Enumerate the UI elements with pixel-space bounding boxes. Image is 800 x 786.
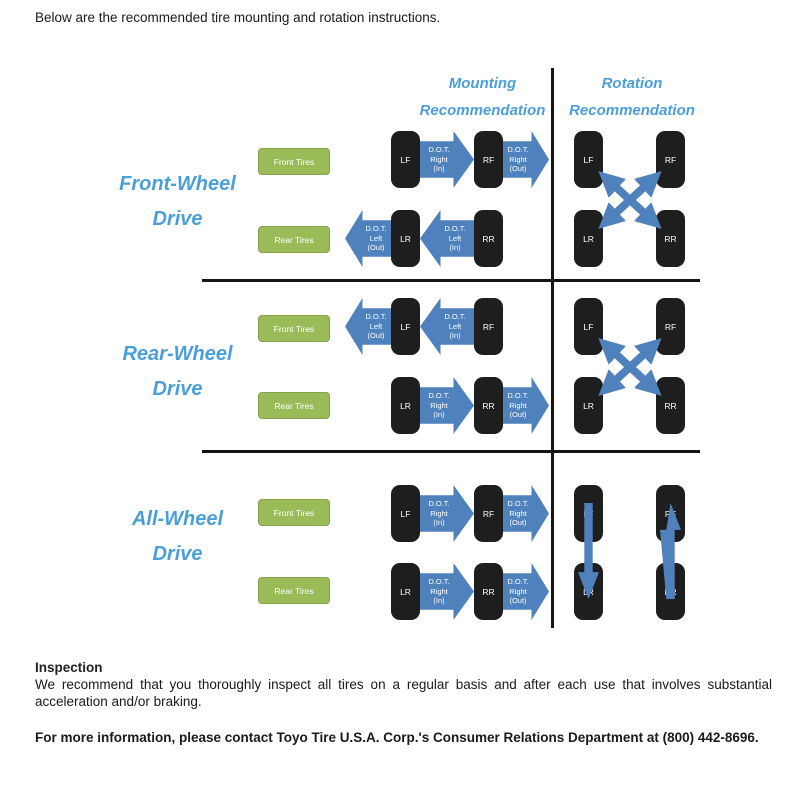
column-divider-line: [551, 68, 554, 628]
mounting-header-line2: Recommendation: [419, 102, 546, 119]
rear-tires-label: Rear Tires: [258, 226, 330, 253]
tire-rr: RR: [474, 210, 503, 267]
rotation-cross-arrows-icon: [598, 338, 662, 396]
rotation-header-line2: Recommendation: [569, 102, 695, 119]
tire-lr: LR: [391, 377, 420, 434]
tire-lr: LR: [391, 563, 420, 620]
front-tires-label: Front Tires: [258, 148, 330, 175]
tire-lr: LR: [574, 210, 603, 267]
contact-text: For more information, please contact Toy…: [35, 730, 759, 745]
arrow-dot-right-out: D.O.T.Right(Out): [503, 485, 549, 542]
drive-label-all-wheel: All-Wheel Drive: [131, 508, 224, 565]
tire-rf: RF: [474, 131, 503, 188]
tire-rr: RR: [474, 563, 503, 620]
arrow-dot-right-in: D.O.T.Right(In): [420, 485, 474, 542]
tire-rf: RF: [474, 485, 503, 542]
arrow-dot-left-in: D.O.T.Left(In): [420, 298, 474, 355]
rear-tires-label: Rear Tires: [258, 577, 330, 604]
tire-rf: RF: [474, 298, 503, 355]
mounting-header-line1: Mounting: [448, 75, 517, 92]
rotation-header-line1: Rotation: [601, 75, 663, 92]
arrow-dot-right-in: D.O.T.Right(In): [420, 131, 474, 188]
tire-lf: LF: [391, 298, 420, 355]
arrow-dot-right-in: D.O.T.Right(In): [420, 563, 474, 620]
arrow-dot-left-out: D.O.T.Left(Out): [345, 210, 391, 267]
inspection-text: We recommend that you thoroughly inspect…: [35, 677, 772, 709]
tire-lf: LF: [574, 131, 603, 188]
tire-lf: LF: [391, 131, 420, 188]
front-tires-label: Front Tires: [258, 499, 330, 526]
arrow-dot-left-in: D.O.T.Left(In): [420, 210, 474, 267]
arrow-dot-right-out: D.O.T.Right(Out): [503, 377, 549, 434]
arrow-dot-left-out: D.O.T.Left(Out): [345, 298, 391, 355]
tire-lf: LF: [391, 485, 420, 542]
drive-label-rear-wheel: Rear-Wheel Drive: [122, 343, 233, 400]
rotation-recommendation-header: Rotation Recommendation: [558, 70, 706, 124]
tire-lr: LR: [391, 210, 420, 267]
front-tires-label: Front Tires: [258, 315, 330, 342]
arrow-dot-right-in: D.O.T.Right(In): [420, 377, 474, 434]
arrow-dot-right-out: D.O.T.Right(Out): [503, 563, 549, 620]
tire-lf: LF: [574, 298, 603, 355]
inspection-heading: Inspection: [35, 660, 103, 675]
intro-text: Below are the recommended tire mounting …: [35, 10, 441, 25]
rear-tires-label: Rear Tires: [258, 392, 330, 419]
row-divider-line-1: [202, 279, 700, 282]
mounting-recommendation-header: Mounting Recommendation: [405, 70, 560, 124]
tire-rr: RR: [474, 377, 503, 434]
tire-lr: LR: [574, 377, 603, 434]
row-divider-line-2: [202, 450, 700, 453]
drive-label-front-wheel: Front-Wheel Drive: [119, 173, 236, 230]
rotation-cross-arrows-icon: [598, 171, 662, 229]
arrow-dot-right-out: D.O.T.Right(Out): [503, 131, 549, 188]
